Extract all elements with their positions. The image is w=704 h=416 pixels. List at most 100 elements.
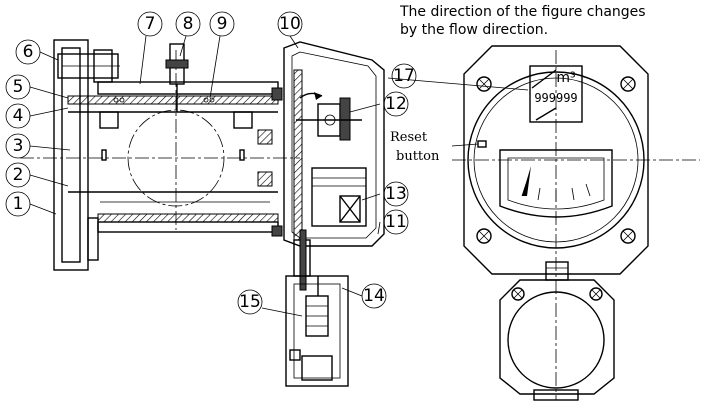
dial-pointer	[522, 166, 531, 196]
callout-circle-15	[237, 289, 263, 315]
leader-10	[289, 35, 299, 49]
callout-13: 13	[385, 184, 407, 204]
sensor-cap	[165, 59, 189, 69]
callout-circle-6	[15, 39, 41, 65]
transmitter-front-ring	[507, 291, 605, 389]
leader-3	[29, 145, 71, 151]
reset-button[interactable]	[477, 140, 487, 148]
dial-tick	[537, 187, 541, 201]
register-housing	[283, 41, 385, 247]
leader-15	[261, 307, 303, 317]
callout-circle-11	[383, 209, 409, 235]
dial-tick	[571, 187, 575, 201]
bearing-ball	[209, 97, 215, 103]
callout-14: 14	[363, 286, 385, 306]
register-front-ring	[467, 71, 645, 249]
counter-box	[311, 167, 367, 227]
body-bolt-bottom	[271, 225, 283, 237]
leader-14	[341, 287, 363, 297]
callout-5: 5	[13, 77, 24, 97]
counter-unit: m³	[556, 70, 575, 86]
bearing-ball	[113, 97, 119, 103]
counter-window	[529, 65, 583, 123]
leader-9	[209, 35, 221, 99]
callout-15: 15	[239, 292, 261, 312]
sectional-view	[20, 39, 385, 387]
counter-window-slash	[531, 69, 557, 89]
liner-top	[67, 95, 279, 105]
callout-circle-14	[361, 283, 387, 309]
dial-window-inner	[507, 157, 605, 210]
blade-upper-right	[233, 111, 253, 129]
callout-8: 8	[183, 14, 194, 34]
counter-digits: 999999	[534, 91, 577, 105]
callout-3: 3	[13, 136, 24, 156]
leader-7	[139, 35, 147, 85]
slot-left	[101, 149, 107, 161]
body-bottom-wall	[97, 221, 279, 233]
callout-circle-4	[5, 103, 31, 129]
transmitter-connector	[289, 349, 301, 361]
callout-7: 7	[145, 14, 156, 34]
leader-5	[29, 86, 69, 99]
callout-circle-17	[391, 63, 417, 89]
counter-window-slash	[535, 107, 557, 121]
register-housing-inner	[291, 51, 377, 239]
callout-circle-1	[5, 191, 31, 217]
corner-screw-icon	[476, 228, 492, 244]
dial-tick	[585, 183, 591, 197]
leader-11	[377, 221, 381, 235]
callout-4: 4	[13, 106, 24, 126]
leader-2	[29, 174, 69, 187]
callout-circle-10	[277, 11, 303, 37]
leader-12	[349, 103, 381, 113]
callout-6: 6	[23, 42, 34, 62]
callout-circle-2	[5, 162, 31, 188]
transmitter-front-body	[499, 279, 615, 395]
corner-screw-icon	[589, 287, 603, 301]
seal-upper	[257, 129, 273, 145]
body-bottom-hatch	[97, 213, 279, 223]
callout-2: 2	[13, 165, 24, 185]
inlet-flange	[53, 39, 89, 271]
counter-cell	[339, 195, 361, 223]
callout-circle-7	[137, 11, 163, 37]
reset-label-line2: button	[396, 149, 440, 164]
callout-leaders	[29, 35, 529, 317]
corner-screw-icon	[511, 287, 525, 301]
corner-screw-icon	[476, 76, 492, 92]
transmitter-box-inner	[293, 283, 341, 379]
register-plate	[293, 69, 303, 241]
slot-right	[239, 149, 245, 161]
register-front-body	[463, 45, 649, 275]
leader-4	[29, 107, 69, 117]
counter-x2	[339, 195, 361, 223]
flange-neck	[87, 217, 99, 261]
dial-window	[499, 149, 613, 218]
callout-12: 12	[385, 94, 407, 114]
transmitter-front-base	[533, 389, 579, 401]
body-top-wall	[97, 81, 279, 95]
reset-label-line1: Reset	[390, 130, 428, 145]
leader-1	[29, 203, 57, 215]
callout-circle-8	[175, 11, 201, 37]
transmitter-rod	[299, 229, 307, 291]
corner-screw-icon	[620, 76, 636, 92]
register-front-ring-inner	[473, 77, 639, 243]
callout-circle-5	[5, 74, 31, 100]
callout-9: 9	[217, 14, 228, 34]
callout-circle-3	[5, 133, 31, 159]
flange-inner	[61, 47, 81, 263]
seal-lower	[257, 171, 273, 187]
corner-screw-icon	[620, 228, 636, 244]
leader-13	[361, 193, 381, 201]
note-line1: The direction of the figure changes	[399, 4, 646, 20]
callout-11: 11	[385, 212, 407, 232]
reset-leader	[451, 143, 479, 147]
callout-10: 10	[279, 14, 301, 34]
blade-upper-left	[99, 111, 119, 129]
transmitter-box	[285, 275, 349, 387]
front-neck	[545, 261, 569, 281]
